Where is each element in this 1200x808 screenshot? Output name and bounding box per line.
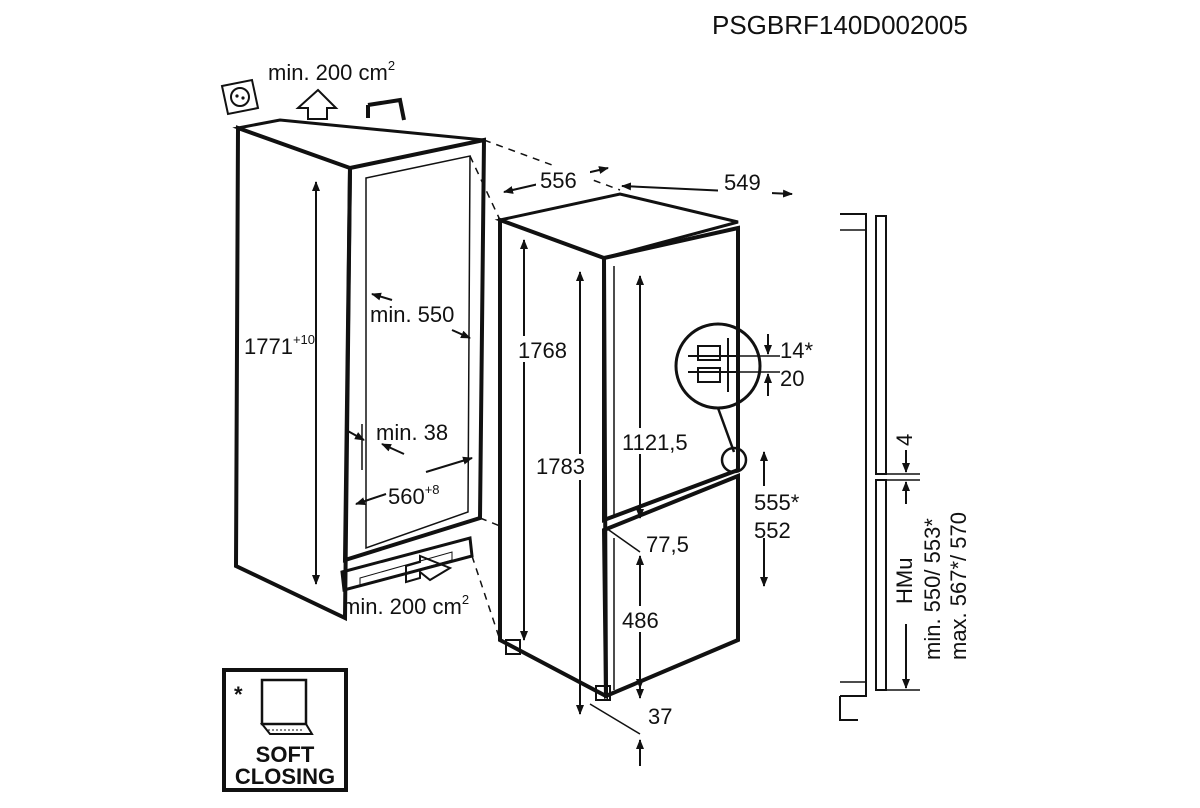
door-gap-label: 77,5 <box>646 532 689 557</box>
hmu-min-label: min. 550/ 553* <box>920 518 945 660</box>
hinge-detail: 14* 20 <box>674 322 813 474</box>
upper-door-height-label: 1121,5 <box>622 430 688 455</box>
vent-arrow-inlet-icon <box>405 554 453 584</box>
power-socket-icon <box>220 78 260 116</box>
hmu-max-label: max. 567*/ 570 <box>946 512 971 660</box>
niche-height-label: 1771+10 <box>244 332 315 359</box>
niche-gap-label: min. 38 <box>376 420 448 445</box>
soft-closing-asterisk: * <box>234 682 243 707</box>
appliance-height-label: 1768 <box>518 338 567 363</box>
appliance-depth-label: 549 <box>724 170 761 195</box>
vent-bottom-label: min. 200 cm2 <box>342 592 469 619</box>
mid-height-a-label: 555* <box>754 490 800 515</box>
soft-closing-line2: CLOSING <box>235 764 335 789</box>
lower-door-height-label: 486 <box>622 608 659 633</box>
plinth-height-label: 37 <box>648 704 672 729</box>
soft-closing-line1: SOFT <box>256 742 315 767</box>
vent-arrow-up-icon <box>295 88 339 120</box>
door-closing-icon <box>259 678 314 735</box>
side-view: 4 HMu min. 550/ 553* max. 567*/ 570 <box>839 213 971 721</box>
niche-width-label: 560+8 <box>388 482 440 509</box>
soft-closing-badge: * SOFT CLOSING <box>222 668 348 792</box>
appliance-width-label: 556 <box>540 168 577 193</box>
side-gap-label: 4 <box>892 434 917 446</box>
hinge-offset-a-label: 14* <box>780 338 813 363</box>
appliance: 556 549 1768 1783 1121,5 77,5 486 37 555… <box>469 139 814 766</box>
mid-height-b-label: 552 <box>754 518 791 543</box>
model-code: PSGBRF140D002005 <box>712 10 968 40</box>
niche-cabinet: min. 200 cm2 min. 200 cm2 1771+10 min. 5… <box>220 58 487 622</box>
hmu-label: HMu <box>892 558 917 604</box>
hinge-offset-b-label: 20 <box>780 366 804 391</box>
vent-top-label: min. 200 cm2 <box>268 58 395 85</box>
appliance-total-height-label: 1783 <box>536 454 585 479</box>
niche-depth-label: min. 550 <box>370 302 454 327</box>
